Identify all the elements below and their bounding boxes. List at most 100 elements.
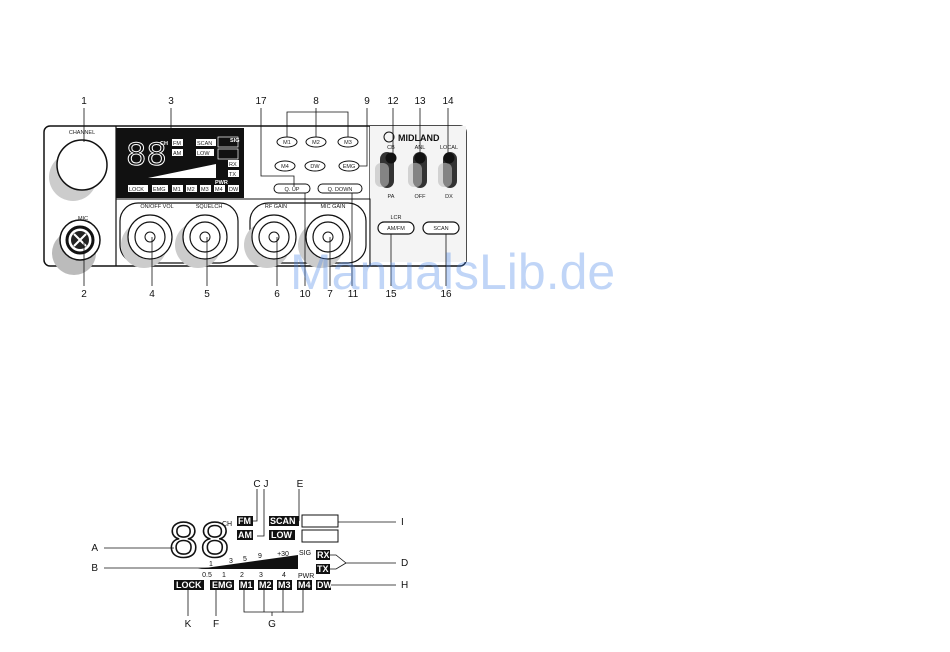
lcr-label: LCR bbox=[390, 215, 401, 221]
detail-m4: M4 bbox=[298, 580, 311, 590]
radio-lcd: 88 CH FM AM SCAN LOW SIG RX TX PWR LOCK … bbox=[116, 128, 244, 198]
watermark: ManualsLib.de bbox=[290, 244, 615, 300]
detail-fm: FM bbox=[238, 516, 251, 526]
lcd-fm: FM bbox=[173, 141, 181, 147]
callout-3: 3 bbox=[168, 96, 174, 107]
leader-lines-top bbox=[83, 108, 449, 187]
lcd-low: LOW bbox=[197, 151, 210, 157]
lcd-tx: TX bbox=[229, 172, 236, 178]
detail-ch: CH bbox=[222, 521, 232, 528]
scale-bot-05: 0.5 bbox=[202, 572, 212, 579]
callout-14: 14 bbox=[442, 96, 454, 107]
micgain-label: MIC GAIN bbox=[320, 204, 345, 210]
m4-button-label: M4 bbox=[281, 164, 289, 170]
callout-7: 7 bbox=[327, 289, 333, 300]
lcd-signal-bar bbox=[148, 164, 216, 178]
detail-dw: DW bbox=[317, 580, 332, 590]
q-up-label: Q. UP bbox=[285, 187, 300, 193]
off-label: OFF bbox=[415, 194, 427, 200]
callout-10: 10 bbox=[299, 289, 311, 300]
scale-bot-4: 4 bbox=[282, 572, 286, 579]
detail-sig: SIG bbox=[299, 550, 311, 557]
local-dx-switch[interactable]: LOCAL DX bbox=[438, 145, 458, 200]
lcd-scan: SCAN bbox=[197, 141, 212, 147]
scale-top-1: 1 bbox=[209, 561, 213, 568]
lcd-m3: M3 bbox=[201, 187, 209, 193]
squelch-label: SQUELCH bbox=[196, 204, 223, 210]
lcd-sig: SIG bbox=[230, 138, 239, 144]
radio-front-panel: CHANNEL MIC 88 CH FM AM SCAN LOW bbox=[43, 96, 467, 300]
callout-9: 9 bbox=[364, 96, 370, 107]
lcd-ch: CH bbox=[160, 141, 168, 147]
pa-label: PA bbox=[388, 194, 395, 200]
detail-scan: SCAN bbox=[270, 516, 296, 526]
onoff-vol-knob[interactable] bbox=[121, 214, 173, 268]
detail-rx: RX bbox=[317, 550, 330, 560]
channel-label: CHANNEL bbox=[69, 130, 95, 136]
q-down-label: Q. DOWN bbox=[328, 187, 353, 193]
callout-2: 2 bbox=[81, 289, 87, 300]
detail-signal-bar bbox=[198, 555, 298, 569]
lcd-am: AM bbox=[173, 151, 182, 157]
detail-pwr: PWR bbox=[298, 573, 314, 580]
detail-m1: M1 bbox=[240, 580, 253, 590]
amfm-label: AM/FM bbox=[387, 226, 405, 232]
leader-lines-bottom bbox=[83, 193, 447, 286]
mic-gain-knob[interactable] bbox=[298, 214, 351, 268]
callout-I: I bbox=[401, 517, 404, 528]
detail-lock: LOCK bbox=[176, 580, 202, 590]
callout-17: 17 bbox=[255, 96, 267, 107]
callout-B: B bbox=[91, 563, 98, 574]
callout-A: A bbox=[91, 543, 98, 554]
scale-plus30: +30 bbox=[277, 551, 289, 558]
lcd-lock: LOCK bbox=[129, 187, 144, 193]
callout-15: 15 bbox=[385, 289, 397, 300]
emg-button-label: EMG bbox=[343, 164, 356, 170]
detail-m2: M2 bbox=[259, 580, 272, 590]
scan-label: SCAN bbox=[433, 226, 448, 232]
callout-H: H bbox=[401, 580, 408, 591]
dx-label: DX bbox=[445, 194, 453, 200]
q-up-button[interactable] bbox=[273, 183, 311, 194]
callout-16: 16 bbox=[440, 289, 452, 300]
scale-top-5: 5 bbox=[243, 556, 247, 563]
detail-leader-lines bbox=[104, 489, 396, 616]
callout-13: 13 bbox=[414, 96, 426, 107]
rf-gain-knob[interactable] bbox=[244, 214, 297, 268]
m2-button-label: M2 bbox=[312, 140, 320, 146]
callout-J: J bbox=[264, 479, 269, 490]
lcd-detail: 88 CH FM AM SCAN LOW SIG RX TX 1 3 5 9 +… bbox=[91, 479, 408, 630]
scale-bot-2: 2 bbox=[240, 572, 244, 579]
cb-pa-switch[interactable]: CB PA bbox=[375, 145, 397, 200]
q-down-button[interactable] bbox=[317, 183, 363, 194]
scale-top-9: 9 bbox=[258, 553, 262, 560]
cb-label: CB bbox=[387, 145, 395, 151]
lcd-digits: 88 bbox=[126, 138, 167, 176]
callout-F: F bbox=[213, 619, 219, 630]
detail-low: LOW bbox=[271, 530, 292, 540]
lcd-dw: DW bbox=[229, 187, 239, 193]
scale-bot-3: 3 bbox=[259, 572, 263, 579]
dw-button-label: DW bbox=[310, 164, 320, 170]
detail-am: AM bbox=[238, 530, 252, 540]
m4-button[interactable] bbox=[274, 160, 296, 172]
mic-label: MIC bbox=[78, 216, 88, 222]
detail-m3: M3 bbox=[278, 580, 291, 590]
amfm-button[interactable] bbox=[377, 221, 415, 235]
dw-button[interactable] bbox=[304, 160, 326, 172]
brand-icon bbox=[383, 131, 395, 143]
squelch-knob[interactable] bbox=[175, 214, 228, 268]
detail-digits: 88 bbox=[168, 514, 230, 573]
onoff-label: ON/OFF VOL bbox=[140, 204, 173, 210]
scan-button[interactable] bbox=[422, 221, 460, 235]
callout-E: E bbox=[297, 479, 304, 490]
lcd-emg: EMG bbox=[153, 187, 166, 193]
mic-socket: MIC bbox=[52, 216, 101, 275]
local-label: LOCAL bbox=[440, 145, 458, 151]
scale-top-3: 3 bbox=[229, 558, 233, 565]
detail-tx: TX bbox=[317, 564, 329, 574]
callout-8: 8 bbox=[313, 96, 319, 107]
lcd-m2: M2 bbox=[187, 187, 195, 193]
detail-small-digits-top bbox=[301, 514, 339, 528]
